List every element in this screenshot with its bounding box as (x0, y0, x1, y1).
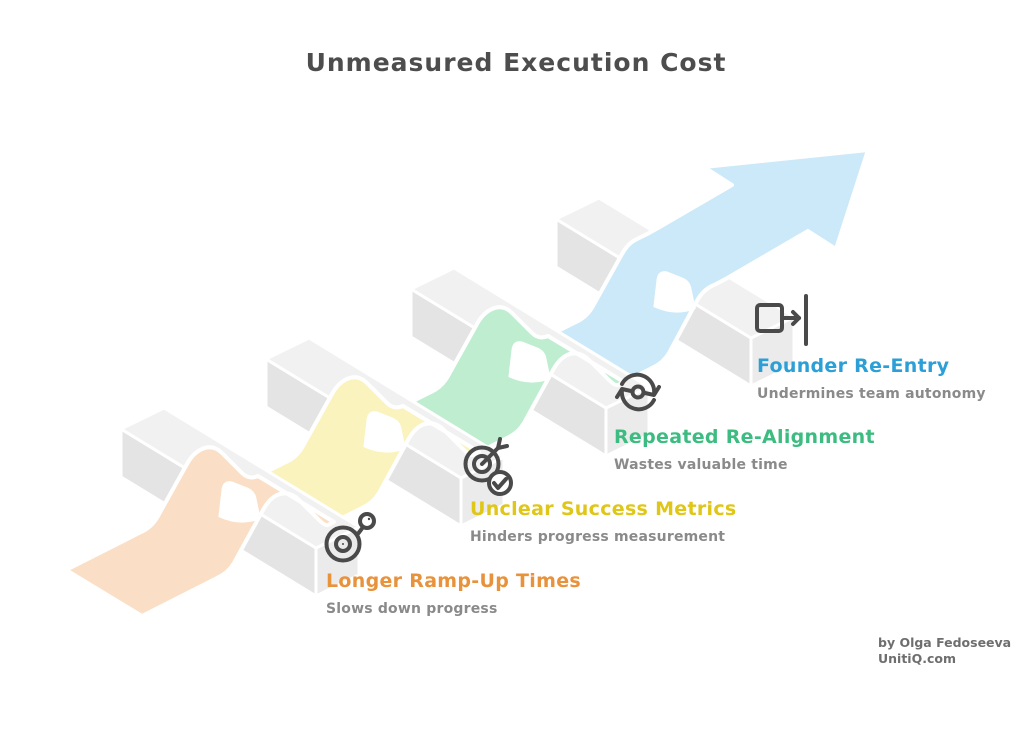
item-founder-re-entry: Founder Re-Entry Undermines team autonom… (757, 355, 1032, 402)
ribbon-tunnel-gap-3 (508, 341, 551, 383)
item-label: Founder Re-Entry (757, 355, 950, 377)
attribution-author: by Olga Fedoseeva (878, 635, 1012, 650)
item-description: Hinders progress measurement (470, 529, 726, 545)
snail-icon (324, 512, 376, 563)
sync-arrows-icon (615, 372, 661, 412)
item-label: Longer Ramp-Up Times (326, 570, 582, 592)
item-repeated-re-alignment: Repeated Re-Alignment Wastes valuable ti… (614, 426, 934, 473)
ribbon-segment-peach (64, 445, 336, 618)
item-label: Repeated Re-Alignment (614, 426, 875, 448)
item-description: Slows down progress (326, 601, 498, 617)
item-unclear-success-metrics: Unclear Success Metrics Hinders progress… (470, 498, 790, 545)
attribution: by Olga Fedoseeva UnitiQ.com (878, 635, 1011, 667)
target-check-icon (463, 437, 513, 496)
ribbon-tunnel-gap-2 (363, 411, 406, 453)
attribution-site: UnitiQ.com (878, 651, 956, 666)
ribbon-segment-yellow (256, 375, 481, 524)
ribbon-tunnel-gap-1 (218, 481, 261, 523)
item-label: Unclear Success Metrics (470, 498, 737, 520)
page-title: Unmeasured Execution Cost (305, 48, 727, 77)
ribbon-tunnel-gap-4 (653, 271, 696, 313)
enter-door-icon (755, 294, 808, 346)
ribbon-segment-blue-arrow (546, 148, 870, 384)
item-longer-ramp-up-times: Longer Ramp-Up Times Slows down progress (326, 570, 646, 617)
item-description: Wastes valuable time (614, 457, 788, 473)
item-description: Undermines team autonomy (757, 386, 986, 402)
